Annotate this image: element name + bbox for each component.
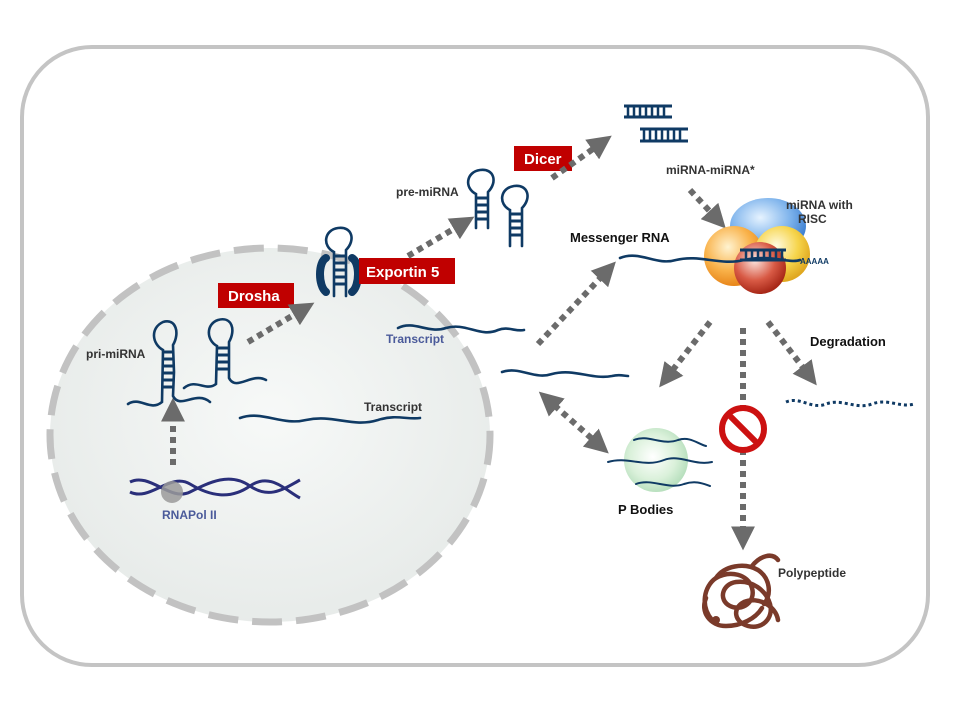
mirna-duplex-label: miRNA-miRNA* — [666, 163, 755, 177]
exportin-5-complex — [316, 226, 362, 298]
cell-membrane — [20, 45, 930, 667]
pre-mirna-label: pre-miRNA — [396, 185, 459, 199]
prohibited-sign-icon — [719, 405, 767, 453]
transcript-mrna-nuclear — [238, 414, 422, 424]
degraded-rna-fragments — [785, 399, 915, 408]
exportin-5-label: Exportin 5 — [366, 264, 439, 281]
risc-complex-icon — [704, 198, 810, 294]
drosha-label: Drosha — [228, 288, 280, 305]
drosha-box — [218, 283, 294, 308]
mirna-with-risc-label-line1: miRNA with — [786, 198, 853, 212]
pri-mirna-hairpin-2 — [182, 318, 268, 390]
degradation-label: Degradation — [810, 334, 886, 349]
dna-helix — [129, 477, 301, 500]
polypeptide-label: Polypeptide — [778, 566, 846, 580]
mirna-duplex-icon — [624, 104, 688, 143]
rnapol-ii-icon — [161, 481, 183, 503]
poly-a-tail-label: AAAAA — [800, 257, 829, 266]
transcript-blue-label: Transcript — [386, 332, 444, 346]
dicer-box — [514, 146, 572, 171]
arrow-transcript-to-messenger — [535, 261, 616, 347]
arrow-dicer-to-duplex — [550, 135, 612, 181]
pri-mirna-hairpin-1 — [126, 320, 212, 407]
mirna-with-risc-label-line2: RISC — [798, 212, 827, 226]
exportin-5-box — [359, 258, 455, 284]
messenger-rna-strand — [618, 254, 802, 264]
arrow-duplex-to-risc — [687, 187, 726, 229]
p-body-icon — [607, 428, 713, 492]
pri-mirna-label: pri-miRNA — [86, 347, 146, 361]
polypeptide-coil-icon — [702, 553, 781, 630]
p-bodies-label: P Bodies — [618, 502, 673, 517]
pre-mirna-hairpin-1 — [466, 168, 495, 230]
arrow-risc-to-transcript — [659, 320, 713, 388]
transcript-mrna-exporting — [396, 324, 526, 334]
pre-mirna-hairpin-2 — [500, 184, 529, 248]
cytoplasmic-transcript — [500, 369, 630, 379]
rnapol-ii-label: RNAPol II — [162, 508, 217, 522]
messenger-rna-label: Messenger RNA — [570, 230, 670, 245]
transcript-label: Transcript — [364, 400, 422, 414]
dicer-label: Dicer — [524, 151, 562, 168]
arrow-risc-to-degradation — [765, 320, 817, 386]
arrow-transcript-pbodies — [538, 391, 609, 454]
arrow-exportin-to-pre-mirna — [406, 216, 475, 259]
nucleus — [46, 244, 494, 626]
